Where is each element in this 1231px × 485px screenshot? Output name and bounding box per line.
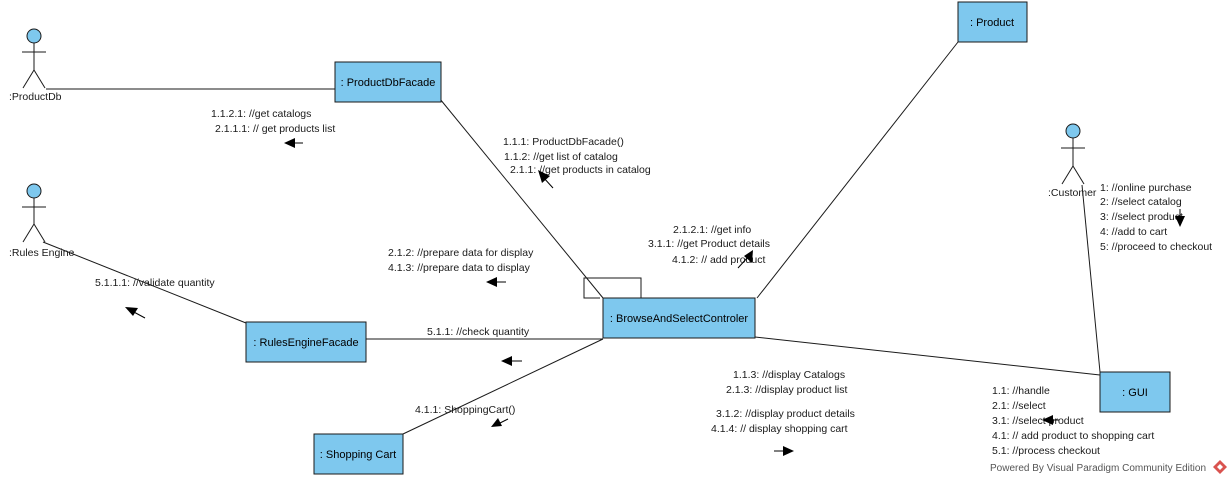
message-label: 1.1.2.1: //get catalogs	[211, 108, 311, 120]
object-product-db-facade[interactable]: : ProductDbFacade	[334, 61, 442, 103]
footer-watermark: Powered By Visual Paradigm Community Edi…	[990, 460, 1227, 474]
visual-paradigm-logo-icon	[1213, 460, 1227, 474]
message-label: 4.1.1: ShoppingCart()	[415, 404, 515, 416]
messages-customer: 1: //online purchase 2: //select catalog…	[1100, 182, 1212, 253]
messages-facade: 1.1.1: ProductDbFacade() 1.1.2: //get li…	[503, 136, 651, 176]
message-label: 5.1.1.1: //validate quantity	[95, 277, 215, 289]
link-customer-gui	[1081, 184, 1101, 373]
object-browse-and-select-controler[interactable]: : BrowseAndSelectControler	[602, 297, 756, 339]
actor-customer[interactable]: :Customer	[1048, 123, 1097, 199]
link-controller-product	[756, 41, 959, 299]
message-arrow	[125, 307, 146, 319]
actor-icon	[1065, 123, 1081, 139]
message-arrow	[774, 446, 794, 456]
object-label: : Shopping Cart	[320, 449, 396, 461]
messages-check: 5.1.1: //check quantity	[427, 326, 530, 338]
message-label: 3.1.1: //get Product details	[648, 238, 770, 250]
message-label: 2.1.1: //get products in catalog	[510, 164, 651, 176]
message-label: 5: //proceed to checkout	[1100, 241, 1212, 253]
message-label: 4.1.4: // display shopping cart	[711, 423, 848, 435]
actor-product-db[interactable]: :ProductDb	[9, 28, 62, 103]
message-label: 3: //select product	[1100, 211, 1183, 223]
message-label: 2.1.2: //prepare data for display	[388, 247, 534, 259]
message-arrow	[538, 170, 554, 189]
message-label: 1.1.2: //get list of catalog	[504, 151, 618, 163]
message-label: 2.1.1.1: // get products list	[215, 123, 335, 135]
object-label: : BrowseAndSelectControler	[610, 313, 749, 325]
message-label: 1: //online purchase	[1100, 182, 1192, 194]
message-label: 5.1: //process checkout	[992, 445, 1100, 457]
message-label: 2.1: //select	[992, 400, 1046, 412]
actor-label: :Customer	[1048, 187, 1097, 199]
actor-rules-engine[interactable]: :Rules Engine	[9, 183, 75, 259]
messages-display-a: 1.1.3: //display Catalogs 2.1.3: //displ…	[726, 369, 847, 396]
object-label: : RulesEngineFacade	[253, 337, 358, 349]
message-arrow	[501, 356, 522, 366]
link-controller-cart	[402, 338, 604, 435]
message-label: 2.1.3: //display product list	[726, 384, 847, 396]
messages-validate: 5.1.1.1: //validate quantity	[95, 277, 215, 289]
message-arrow	[737, 250, 753, 269]
footer-text: Powered By Visual Paradigm Community Edi…	[990, 463, 1206, 474]
messages-gui: 1.1: //handle 2.1: //select 3.1: //selec…	[992, 385, 1154, 457]
message-label: 1.1.3: //display Catalogs	[733, 369, 845, 381]
message-arrow	[486, 277, 506, 287]
message-label: 4: //add to cart	[1100, 226, 1167, 238]
object-product[interactable]: : Product	[957, 1, 1028, 43]
object-shopping-cart[interactable]: : Shopping Cart	[313, 433, 404, 475]
link-rulesengine-facade	[42, 241, 247, 324]
message-label: 4.1.3: //prepare data to display	[388, 262, 531, 274]
actor-icon	[26, 183, 42, 199]
object-rules-engine-facade[interactable]: : RulesEngineFacade	[245, 321, 367, 363]
actor-label: :Rules Engine	[9, 247, 75, 259]
message-label: 1.1.1: ProductDbFacade()	[503, 136, 624, 148]
messages-cart: 4.1.1: ShoppingCart()	[415, 404, 515, 416]
message-arrow	[1175, 209, 1185, 227]
messages-prepare: 2.1.2: //prepare data for display 4.1.3:…	[388, 247, 534, 274]
object-label: : GUI	[1122, 387, 1148, 399]
message-label: 1.1: //handle	[992, 385, 1050, 397]
message-label: 3.1: //select product	[992, 415, 1084, 427]
messages-display-b: 3.1.2: //display product details 4.1.4: …	[711, 408, 855, 435]
message-arrow	[284, 138, 303, 148]
messages-productdb: 1.1.2.1: //get catalogs 2.1.1.1: // get …	[211, 108, 335, 135]
message-label: 5.1.1: //check quantity	[427, 326, 530, 338]
message-label: 2.1.2.1: //get info	[673, 224, 751, 236]
object-label: : Product	[970, 17, 1014, 29]
actor-label: :ProductDb	[9, 91, 62, 103]
message-label: 4.1: // add product to shopping cart	[992, 430, 1154, 442]
message-arrow	[1042, 415, 1059, 425]
message-arrow	[491, 418, 509, 427]
object-label: : ProductDbFacade	[341, 77, 436, 89]
self-link-controller	[583, 277, 642, 299]
message-label: 3.1.2: //display product details	[716, 408, 855, 420]
messages-product: 2.1.2.1: //get info 3.1.1: //get Product…	[648, 224, 770, 266]
message-label: 2: //select catalog	[1100, 196, 1182, 208]
link-facade-controller	[439, 98, 604, 299]
link-controller-gui	[754, 336, 1101, 376]
actor-icon	[26, 28, 42, 44]
object-gui[interactable]: : GUI	[1099, 371, 1171, 413]
